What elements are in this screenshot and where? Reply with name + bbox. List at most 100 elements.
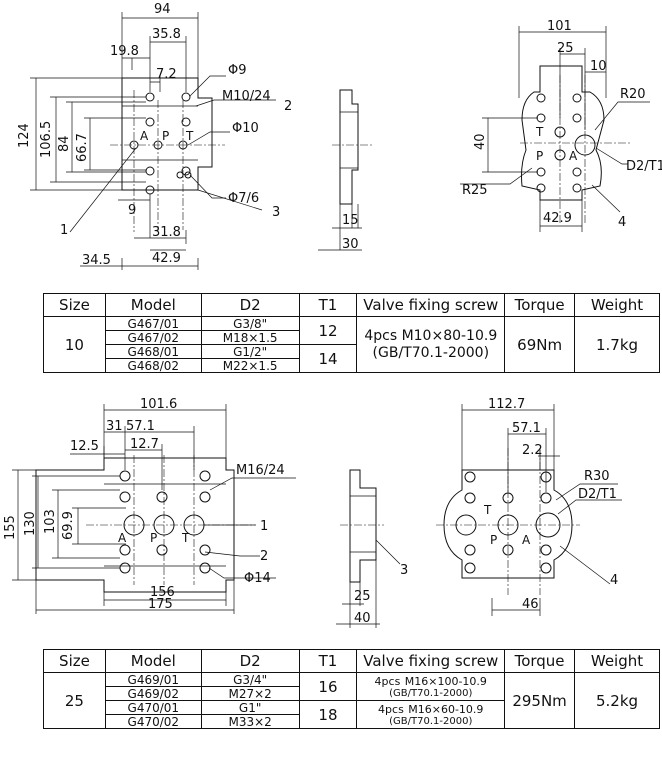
header-torque: Torque [504, 649, 576, 673]
dim-12-7: 12.7 [130, 437, 159, 452]
header-model: Model [104, 649, 202, 673]
header-torque: Torque [504, 293, 576, 317]
dim-46: 46 [522, 597, 539, 612]
header-size: Size [43, 649, 106, 673]
label-d2-t1: D2/T1 [626, 159, 662, 174]
cell-weight: 1.7kg [574, 316, 660, 373]
spec-table-size25: Size Model D2 T1 Valve fixing screw Torq… [43, 649, 660, 729]
label-m10-24: M10/24 [222, 89, 271, 104]
port-a: A [140, 129, 149, 143]
dim-25-side: 25 [354, 589, 371, 604]
header-t1: T1 [298, 293, 358, 317]
cell-weight: 5.2kg [574, 672, 660, 729]
port-p-right: P [536, 149, 543, 163]
port-t-right: T [535, 125, 544, 139]
dim-40: 40 [473, 133, 488, 150]
cell-model: G468/02 [104, 358, 202, 373]
cell-torque: 69Nm [504, 316, 576, 373]
dim-155: 155 [3, 515, 18, 540]
cell-size: 10 [43, 316, 106, 373]
header-screw: Valve fixing screw [356, 293, 506, 317]
cell-model: G467/01 [104, 316, 202, 331]
header-weight: Weight [574, 293, 660, 317]
dim-42-9-right: 42.9 [543, 211, 572, 226]
cell-d2: M33×2 [200, 714, 300, 729]
header-size: Size [43, 293, 106, 317]
dim-19-8: 19.8 [110, 44, 139, 59]
port-a-size25: A [118, 531, 127, 545]
header-screw: Valve fixing screw [356, 649, 506, 673]
cell-model: G468/01 [104, 344, 202, 359]
side-view-size10: 15 30 [318, 89, 372, 252]
cell-model: G470/01 [104, 700, 202, 715]
label-1: 1 [60, 223, 68, 238]
dim-57-1: 57.1 [126, 419, 155, 434]
dim-103: 103 [43, 509, 58, 534]
dim-175: 175 [148, 597, 173, 612]
cell-d2: M18×1.5 [200, 330, 300, 345]
cell-t1: 16 [298, 672, 358, 701]
cell-t1: 14 [298, 344, 358, 373]
screw-pcs: 4pcs [374, 674, 401, 688]
cell-d2: M22×1.5 [200, 358, 300, 373]
screw-spec: 4pcs M10×80-10.9 [364, 327, 498, 344]
port-p-size25: P [150, 531, 157, 545]
dim-101: 101 [547, 19, 572, 34]
cell-screw: 4pcs M16×60-10.9 (GB/T70.1-2000) [356, 700, 506, 729]
dim-35-8: 35.8 [152, 27, 181, 42]
label-3: 3 [272, 205, 280, 220]
side-view-size25: 25 40 3 [336, 469, 408, 628]
front-view-size25: 101.6 31 57.1 12.5 12.7 155 130 103 69.9… [3, 397, 296, 614]
dim-34-5: 34.5 [82, 253, 111, 268]
port-p-right-size25: P [490, 533, 497, 547]
screw-spec: M16×100-10.9 [404, 674, 487, 688]
cell-t1: 18 [298, 700, 358, 729]
cell-d2: G1" [200, 700, 300, 715]
cell-d2: M27×2 [200, 686, 300, 701]
dim-84: 84 [57, 135, 72, 152]
cell-t1: 12 [298, 316, 358, 345]
cell-model: G470/02 [104, 714, 202, 729]
label-4: 4 [618, 215, 626, 230]
label-r30: R30 [584, 469, 610, 484]
label-r20: R20 [620, 87, 646, 102]
port-t-right-size25: T [483, 503, 492, 517]
cell-d2: G1/2" [200, 344, 300, 359]
cell-screw: 4pcs M10×80-10.9 (GB/T70.1-2000) [356, 316, 506, 373]
port-a-right: A [569, 149, 578, 163]
port-p: P [162, 129, 169, 143]
header-d2: D2 [200, 293, 300, 317]
header-t1: T1 [298, 649, 358, 673]
label-2-size25: 2 [260, 549, 268, 564]
dim-112-7: 112.7 [488, 397, 525, 412]
cell-model: G469/01 [104, 672, 202, 687]
label-d2-t1-size25: D2/T1 [578, 487, 617, 502]
dim-106-5: 106.5 [39, 121, 54, 158]
dim-69-9: 69.9 [61, 511, 76, 540]
cell-d2: G3/8" [200, 316, 300, 331]
dim-124: 124 [17, 123, 32, 148]
dim-12-5: 12.5 [70, 439, 99, 454]
dim-40-side: 40 [354, 611, 371, 626]
label-1-size25: 1 [260, 519, 268, 534]
screw-standard: (GB/T70.1-2000) [389, 687, 473, 699]
header-weight: Weight [574, 649, 660, 673]
dim-2-2: 2.2 [522, 443, 543, 458]
label-2: 2 [284, 99, 292, 114]
label-r25: R25 [462, 183, 488, 198]
dim-42-9: 42.9 [152, 251, 181, 266]
cell-size: 25 [43, 672, 106, 729]
cell-model: G469/02 [104, 686, 202, 701]
port-t-size25: T [181, 531, 190, 545]
cell-screw: 4pcs M16×100-10.9 (GB/T70.1-2000) [356, 672, 506, 701]
port-t: T [185, 129, 194, 143]
dim-156: 156 [150, 585, 175, 600]
dim-10: 10 [590, 59, 607, 74]
dim-101-6: 101.6 [140, 397, 177, 412]
label-3-size25: 3 [400, 563, 408, 578]
screw-pcs: 4pcs [378, 702, 404, 716]
front-view-size10: 94 35.8 19.8 7.2 124 106.5 84 66.7 9 31.… [17, 2, 292, 270]
cell-torque: 295Nm [504, 672, 576, 729]
back-view-size25: 112.7 57.1 2.2 46 R30 D2/T1 4 T P A [436, 397, 622, 616]
